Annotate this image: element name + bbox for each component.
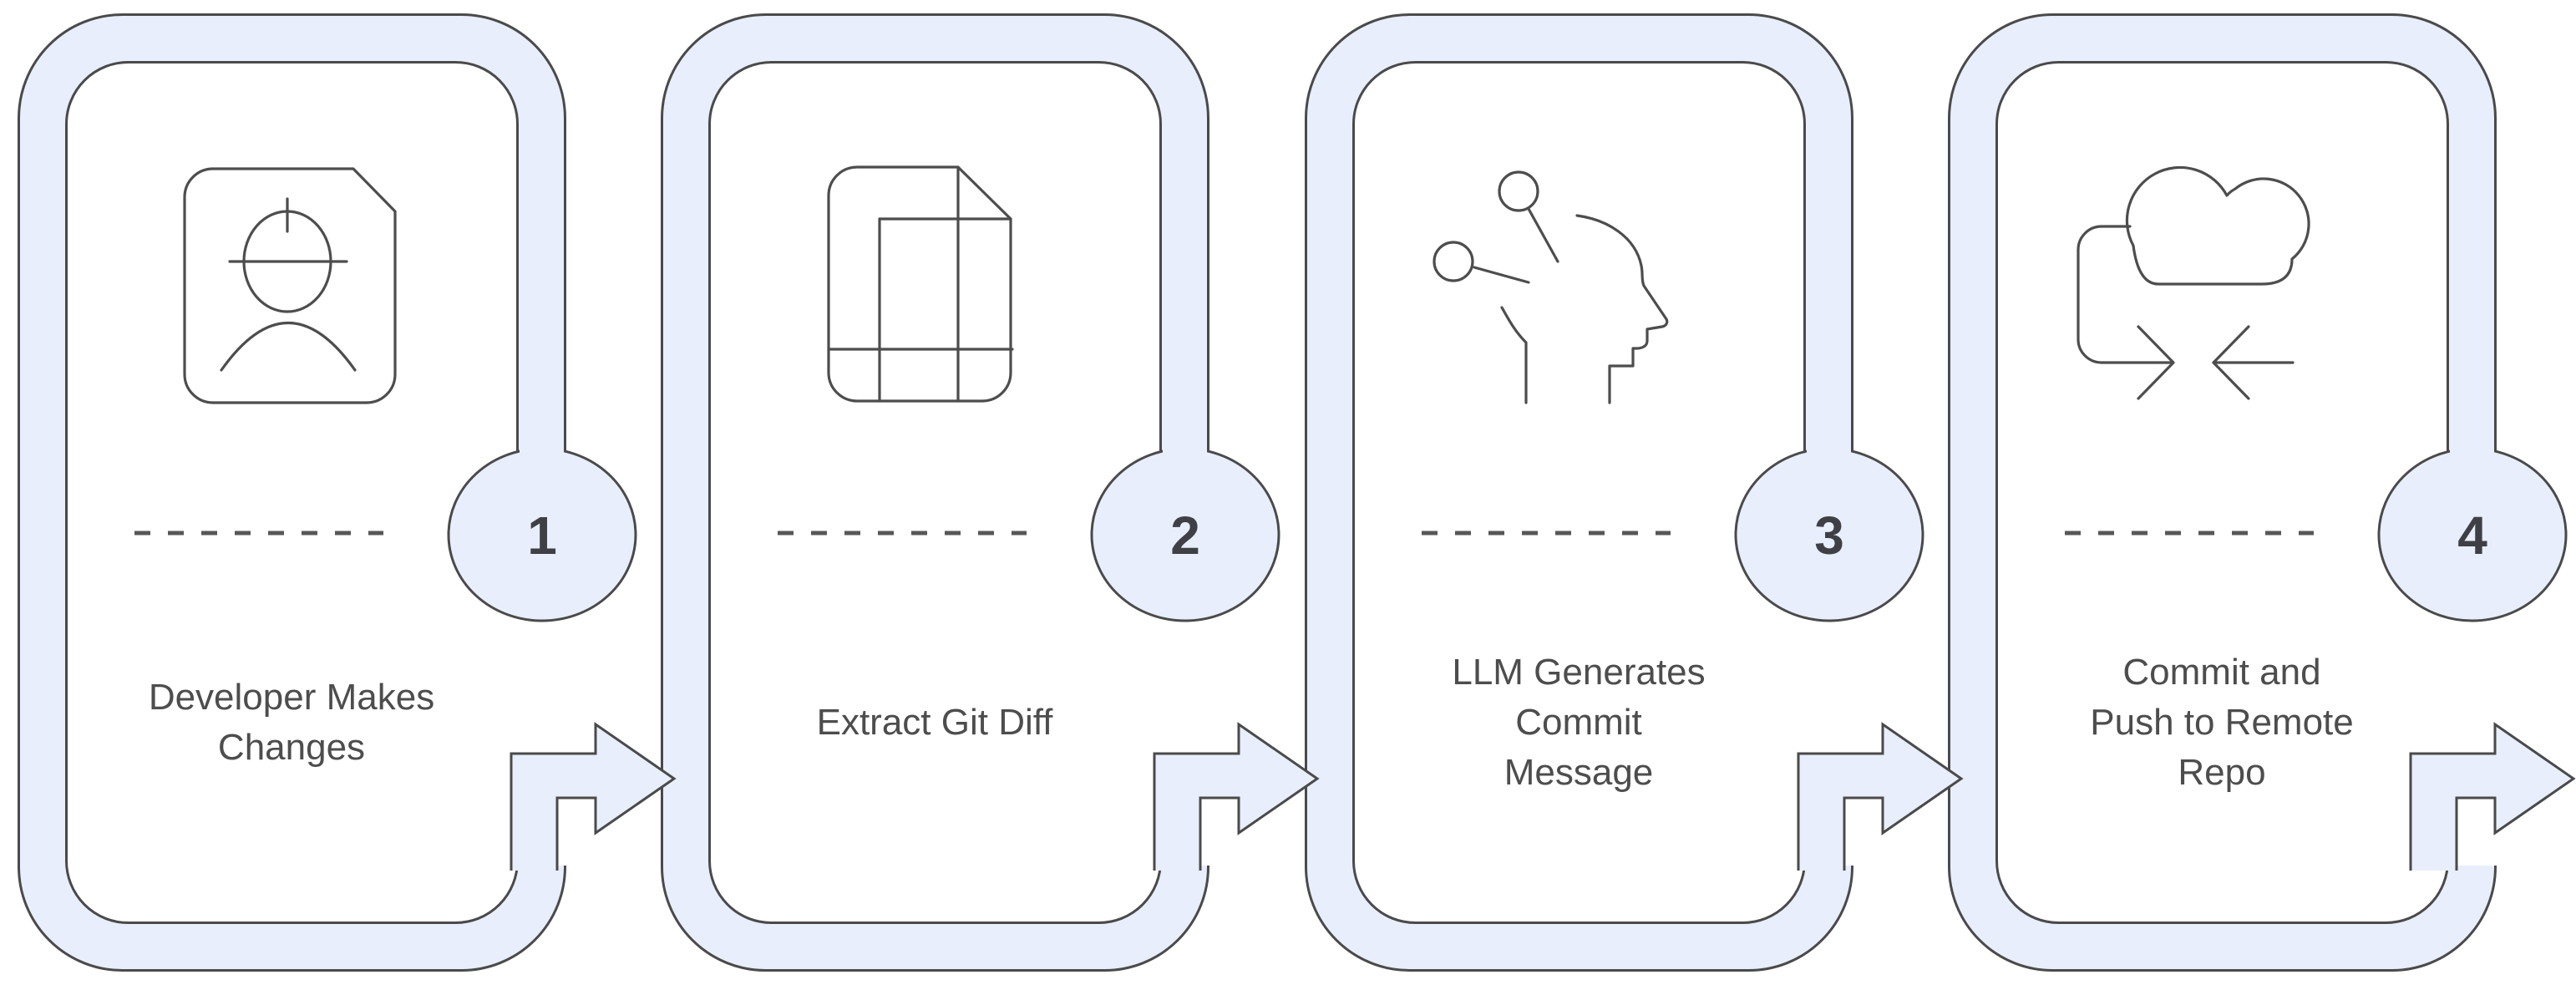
- cloud-sync-icon: [2077, 165, 2310, 400]
- git-diff-file-icon: [827, 165, 1014, 403]
- step-card-4-graphic: 4: [1948, 13, 2568, 972]
- card-ring: [661, 13, 1222, 972]
- flow-arrow-3: [1797, 722, 1964, 871]
- step-card-3: 3 LLM Generates Commit Message: [1305, 0, 1940, 985]
- step-number: 2: [1170, 505, 1200, 566]
- step-number: 4: [2457, 505, 2487, 566]
- flow-arrow-4: [2409, 722, 2576, 871]
- step-card-1: 1 Developer Makes Changes: [18, 0, 652, 985]
- step-badge: 2: [1090, 428, 1280, 622]
- developer-badge-icon: [183, 167, 397, 404]
- step-card-1-graphic: 1: [18, 13, 637, 972]
- step-card-4: 4 Commit and Push to Remote Repo: [1948, 0, 2576, 985]
- step-title: Commit and Push to Remote Repo: [2090, 652, 2354, 793]
- step-card-2-graphic: 2: [661, 13, 1280, 972]
- step-badge: 4: [2377, 428, 2568, 622]
- card-ring: [1948, 13, 2509, 972]
- step-card-3-graphic: 3: [1305, 13, 1924, 972]
- card-ring: [18, 13, 579, 972]
- step-title: Extract Git Diff: [816, 702, 1053, 743]
- step-badge: 1: [447, 428, 637, 622]
- step-number: 3: [1814, 505, 1844, 566]
- flow-arrow-1: [510, 722, 677, 871]
- step-card-2: 2 Extract Git Diff: [661, 0, 1296, 985]
- step-title: LLM Generates Commit Message: [1452, 652, 1706, 793]
- flow-arrow-2: [1153, 722, 1320, 871]
- step-badge: 3: [1734, 428, 1924, 622]
- llm-head-icon: [1433, 170, 1669, 404]
- step-number: 1: [527, 505, 557, 566]
- step-title: Developer Makes Changes: [148, 677, 435, 768]
